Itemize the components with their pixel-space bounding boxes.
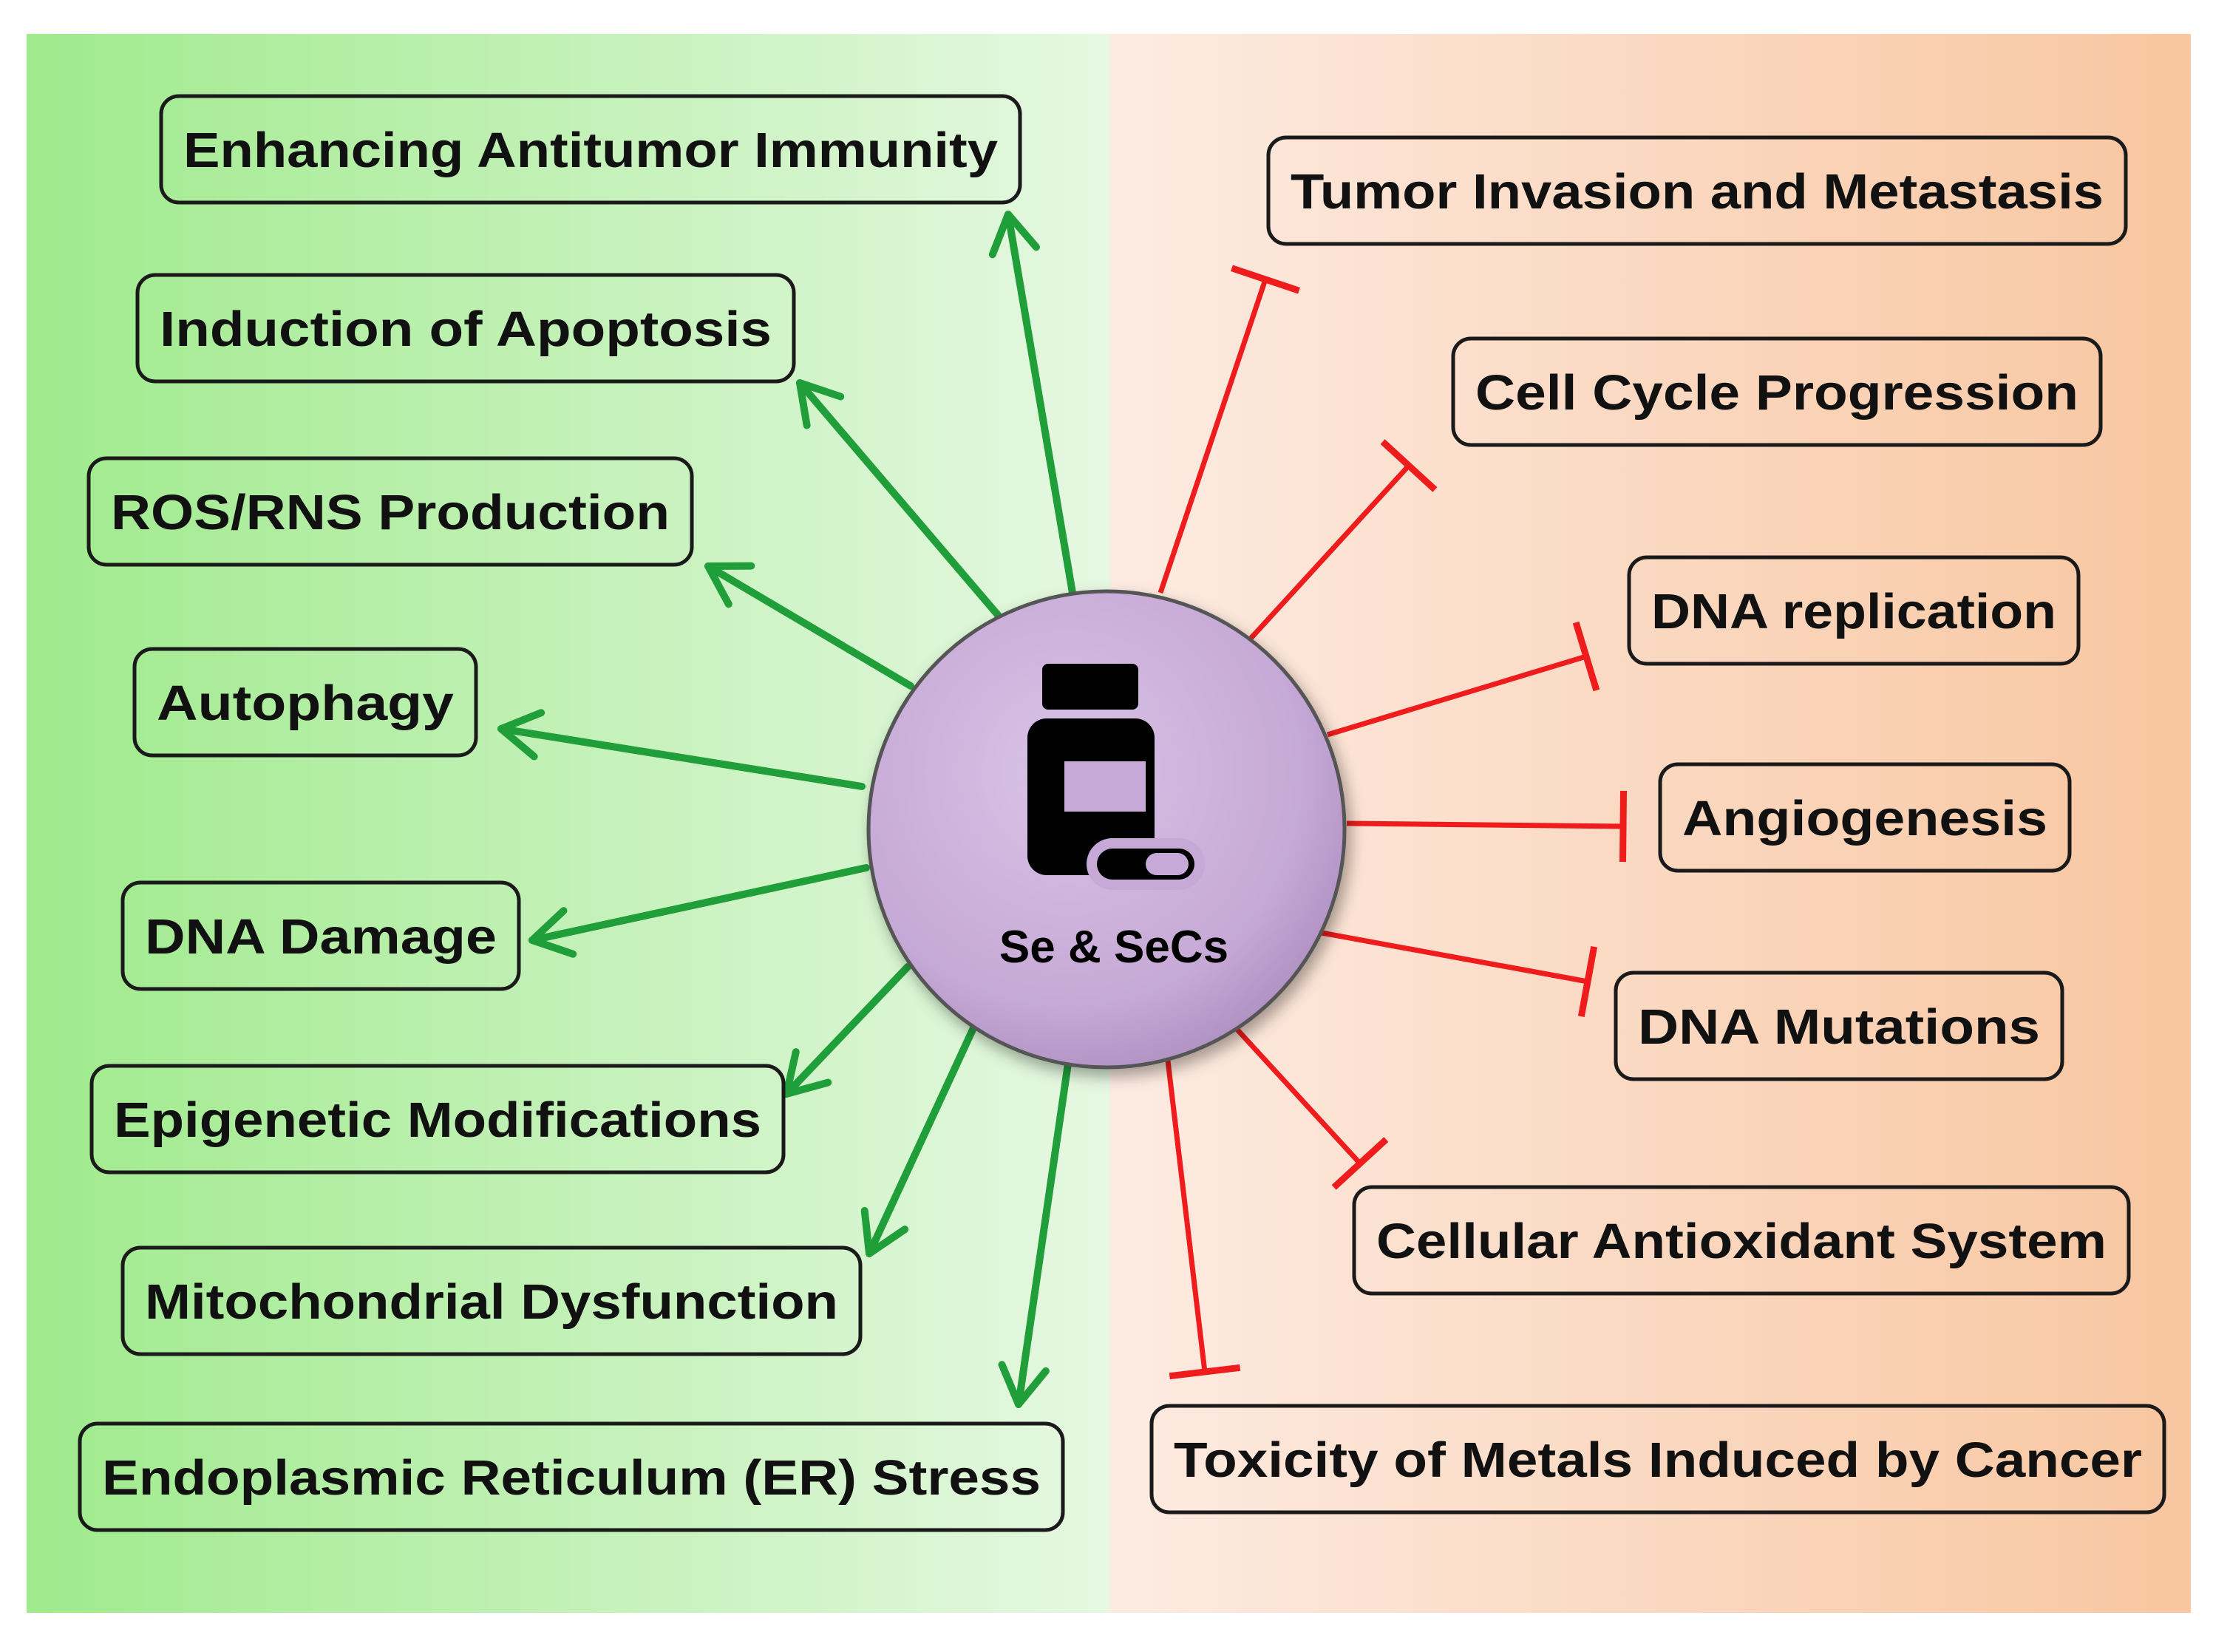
arrow-head bbox=[998, 1361, 1050, 1408]
connectors bbox=[497, 211, 1628, 1408]
arrow-head bbox=[860, 1207, 909, 1257]
arrow-head bbox=[796, 379, 845, 429]
inhibit-bar bbox=[1380, 439, 1438, 492]
inhibit-box-3-frame bbox=[1658, 762, 2072, 873]
promote-box-5-text: Epigenetic Modifications bbox=[114, 1092, 761, 1148]
promote-box-2: ROS/RNS Production bbox=[86, 456, 694, 567]
arrow-head bbox=[528, 907, 577, 958]
promote-box-6-text: Mitochondrial Dysfunction bbox=[145, 1274, 838, 1330]
inhibit-box-4-frame bbox=[1614, 971, 2064, 1081]
promote-box-0-frame bbox=[159, 94, 1022, 205]
promote-box-0-text: Enhancing Antitumor Immunity bbox=[183, 123, 998, 178]
inhibit-bar bbox=[1169, 1364, 1241, 1380]
promote-box-4-frame bbox=[120, 880, 521, 991]
inhibit-box-4: DNA Mutations bbox=[1614, 971, 2064, 1081]
promote-box-5: Epigenetic Modifications bbox=[89, 1064, 786, 1175]
inhibit-box-5-frame bbox=[1352, 1185, 2131, 1296]
inhibit-shaft bbox=[1321, 930, 1588, 985]
arrow-head bbox=[497, 709, 545, 761]
inhibit-box-1-text: Cell Cycle Progression bbox=[1475, 365, 2078, 421]
promote-box-7-frame bbox=[78, 1421, 1065, 1532]
inhibit-box-0-text: Tumor Invasion and Metastasis bbox=[1291, 164, 2104, 220]
inhibit-line-6 bbox=[1163, 1047, 1241, 1380]
inhibit-box-4-text: DNA Mutations bbox=[1638, 999, 2040, 1055]
promote-box-6-frame bbox=[120, 1245, 863, 1356]
inhibit-box-5: Cellular Antioxidant System bbox=[1352, 1185, 2131, 1296]
center-node: Se & SeCs bbox=[866, 589, 1347, 1070]
inhibit-line-0 bbox=[1158, 265, 1300, 594]
inhibit-shaft bbox=[1346, 820, 1624, 829]
promote-box-4-text: DNA Damage bbox=[145, 909, 497, 965]
promote-arrow-0 bbox=[988, 211, 1077, 601]
arrow-head bbox=[988, 211, 1040, 259]
arrow-shaft bbox=[866, 1016, 981, 1257]
arrow-shaft bbox=[528, 864, 870, 944]
inhibit-box-2: DNA replication bbox=[1627, 555, 2081, 666]
arrow-shaft bbox=[1004, 211, 1077, 601]
inhibit-box-1-frame bbox=[1451, 336, 2103, 447]
inhibit-box-6: Toxicity of Metals Induced by Cancer bbox=[1149, 1404, 2166, 1515]
inhibit-bar bbox=[1231, 265, 1300, 294]
promote-box-7: Endoplasmic Reticulum (ER) Stress bbox=[78, 1421, 1065, 1532]
inhibit-line-5 bbox=[1226, 1018, 1389, 1190]
promote-box-4: DNA Damage bbox=[120, 880, 521, 991]
inhibit-bar bbox=[1572, 621, 1600, 692]
inhibit-line-4 bbox=[1321, 930, 1598, 1018]
promote-box-3: Autophagy bbox=[132, 647, 478, 758]
inhibit-box-3: Angiogenesis bbox=[1658, 762, 2072, 873]
inhibit-shaft bbox=[1158, 278, 1268, 594]
promote-box-3-frame bbox=[132, 647, 478, 758]
inhibit-line-3 bbox=[1346, 790, 1628, 863]
arrow-head bbox=[704, 562, 755, 608]
inhibit-box-6-frame bbox=[1149, 1404, 2166, 1515]
arrow-head bbox=[783, 1048, 832, 1098]
center-label: Se & SeCs bbox=[999, 922, 1228, 973]
promote-arrow-4 bbox=[528, 864, 870, 958]
promote-box-0: Enhancing Antitumor Immunity bbox=[159, 94, 1022, 205]
inhibit-box-2-text: DNA replication bbox=[1651, 584, 2056, 639]
inhibit-box-2-frame bbox=[1627, 555, 2081, 666]
promote-box-2-frame bbox=[86, 456, 694, 567]
promote-arrow-7 bbox=[998, 1055, 1072, 1408]
inhibit-bar bbox=[1577, 945, 1598, 1018]
promote-arrow-2 bbox=[704, 562, 914, 690]
promote-box-1-frame bbox=[135, 273, 796, 384]
inhibit-bar bbox=[1619, 790, 1628, 863]
promote-box-7-text: Endoplasmic Reticulum (ER) Stress bbox=[102, 1450, 1041, 1506]
promote-box-1-text: Induction of Apoptosis bbox=[160, 302, 772, 357]
promote-arrow-6 bbox=[860, 1016, 981, 1257]
arrow-shaft bbox=[1015, 1055, 1072, 1408]
promote-arrow-1 bbox=[796, 379, 1002, 619]
inhibit-shaft bbox=[1163, 1047, 1208, 1373]
inhibit-box-3-text: Angiogenesis bbox=[1682, 791, 2047, 846]
promote-box-5-frame bbox=[89, 1064, 786, 1175]
inhibit-box-1: Cell Cycle Progression bbox=[1451, 336, 2103, 447]
promote-box-6: Mitochondrial Dysfunction bbox=[120, 1245, 863, 1356]
arrow-shaft bbox=[796, 379, 1002, 619]
promote-box-3-text: Autophagy bbox=[157, 676, 454, 731]
arrow-shaft bbox=[704, 562, 914, 690]
inhibit-line-1 bbox=[1247, 439, 1438, 642]
inhibit-bar bbox=[1331, 1137, 1389, 1190]
promote-arrow-3 bbox=[497, 709, 866, 790]
inhibit-box-0: Tumor Invasion and Metastasis bbox=[1266, 135, 2128, 246]
inhibit-shaft bbox=[1247, 463, 1411, 642]
inhibit-box-6-text: Toxicity of Metals Induced by Cancer bbox=[1174, 1432, 2142, 1488]
inhibit-line-2 bbox=[1326, 621, 1600, 738]
arrow-shaft bbox=[783, 963, 911, 1098]
inhibit-box-0-frame bbox=[1266, 135, 2128, 246]
arrow-shaft bbox=[497, 725, 866, 790]
promote-box-2-text: ROS/RNS Production bbox=[111, 485, 670, 540]
inhibit-shaft bbox=[1226, 1018, 1362, 1166]
promote-box-1: Induction of Apoptosis bbox=[135, 273, 796, 384]
promote-arrow-5 bbox=[783, 963, 911, 1098]
inhibit-box-5-text: Cellular Antioxidant System bbox=[1376, 1214, 2107, 1269]
medicine-bottle-with-capsule-icon bbox=[1027, 664, 1205, 890]
inhibit-shaft bbox=[1326, 653, 1588, 738]
